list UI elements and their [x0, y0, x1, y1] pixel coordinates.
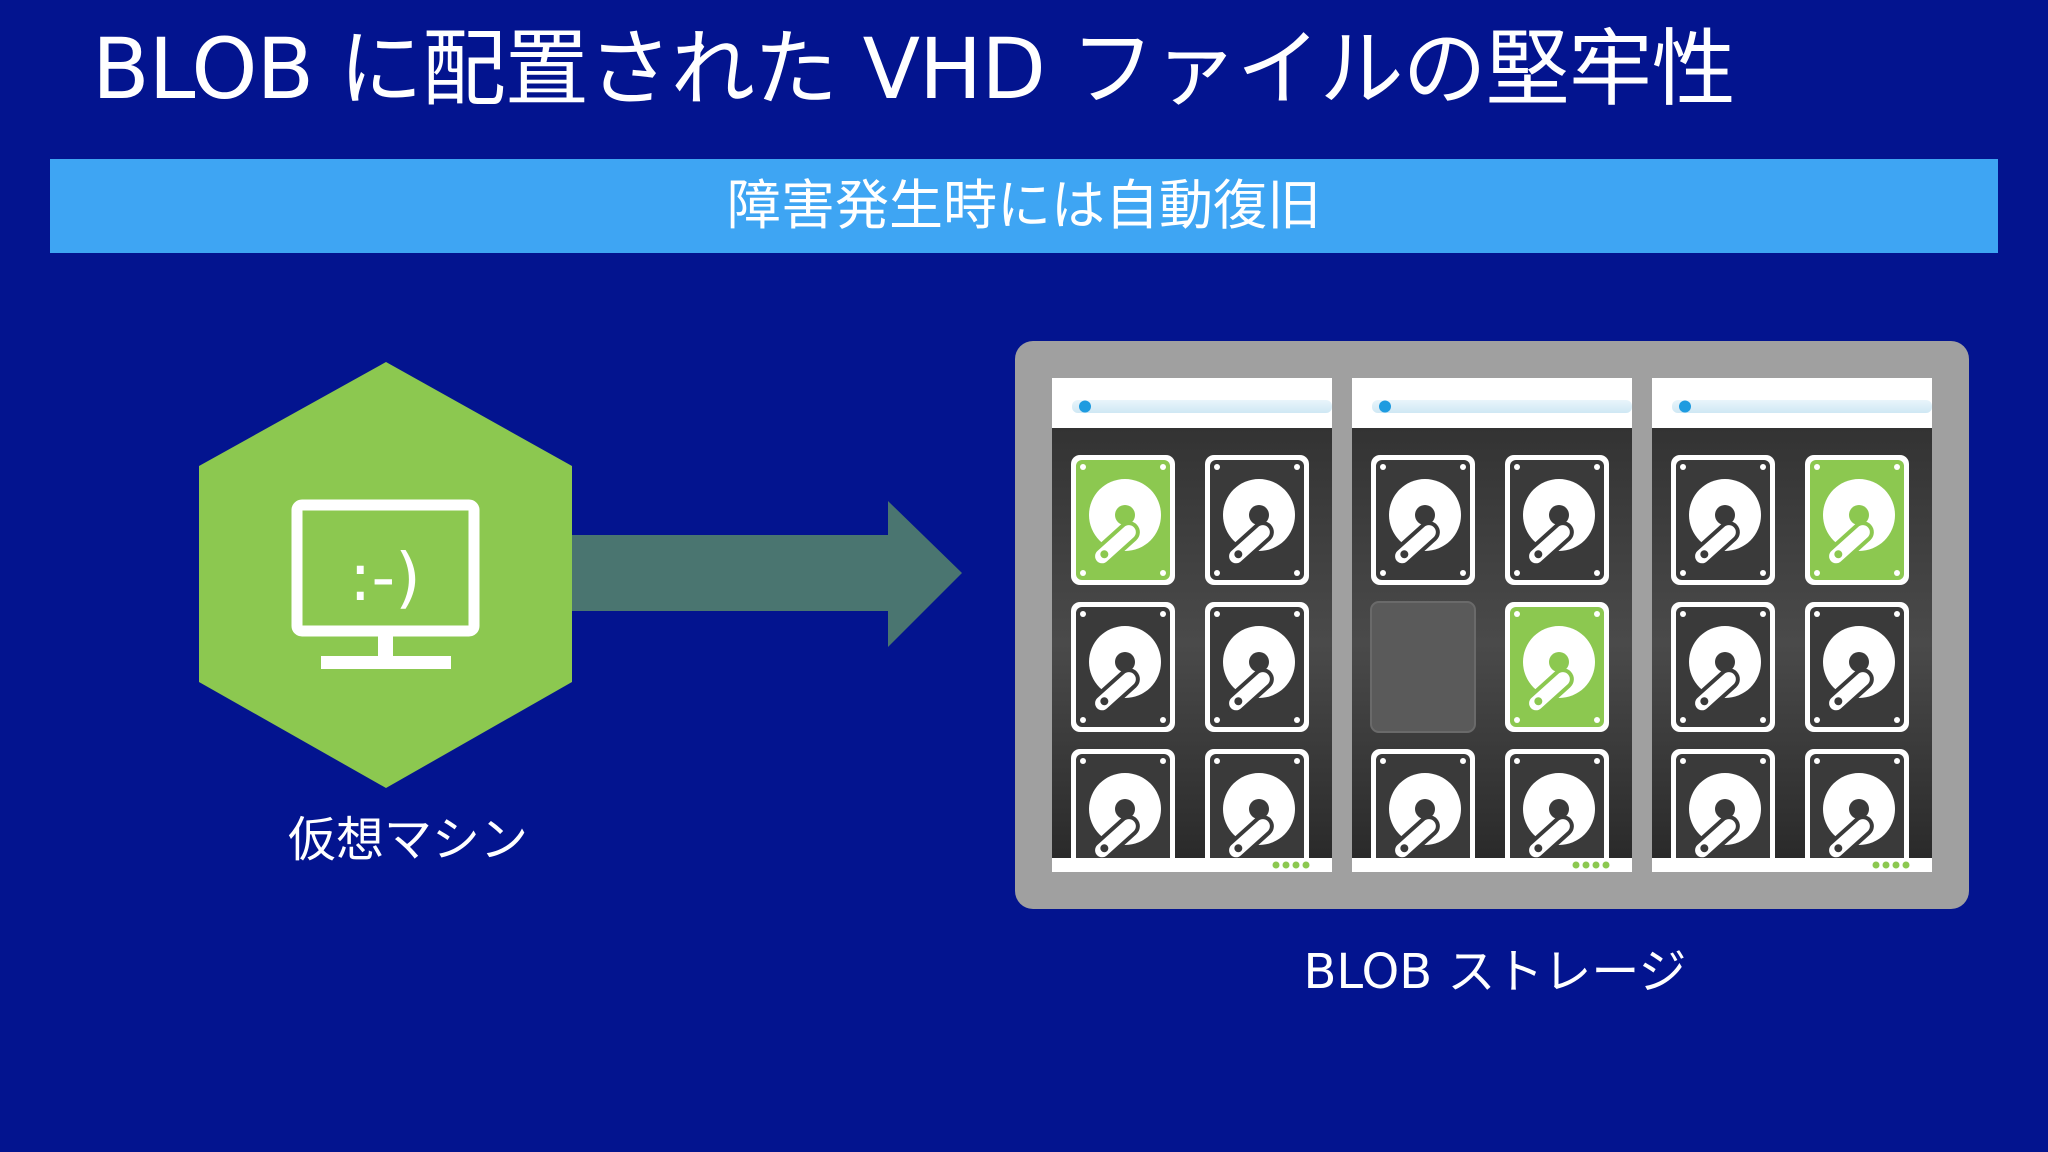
hard-disk-icon — [1071, 749, 1175, 858]
rack-2 — [1352, 378, 1632, 872]
hard-disk-icon — [1071, 602, 1175, 732]
hard-disk-icon — [1071, 455, 1175, 585]
indicator-dot — [1292, 861, 1300, 869]
hard-disk-icon — [1505, 455, 1609, 585]
indicator-dot — [1892, 861, 1900, 869]
banner: 障害発生時には自動復旧 — [50, 159, 1998, 253]
vm-screen-text: :-) — [349, 539, 421, 616]
indicator-dot — [1282, 861, 1290, 869]
indicator-dot — [1302, 861, 1310, 869]
hard-disk-icon — [1205, 455, 1309, 585]
status-led-icon — [1679, 400, 1691, 413]
hard-disk-icon — [1805, 455, 1909, 585]
hard-disk-icon — [1671, 455, 1775, 585]
rack-slot — [1372, 400, 1632, 413]
empty-disk-slot — [1370, 601, 1476, 733]
hard-disk-icon — [1505, 749, 1609, 858]
status-led-icon — [1079, 400, 1091, 413]
hard-disk-icon — [1671, 602, 1775, 732]
rack-3 — [1652, 378, 1932, 872]
monitor-icon: :-) — [291, 499, 480, 669]
indicator-dot — [1602, 861, 1610, 869]
rack-1 — [1052, 378, 1332, 872]
blob-storage-label: BLOB ストレージ — [1303, 944, 1687, 1000]
storage-racks — [1052, 378, 1932, 872]
indicator-dot — [1882, 861, 1890, 869]
hard-disk-icon — [1671, 749, 1775, 858]
rack-slot — [1072, 400, 1332, 413]
hard-disk-icon — [1205, 749, 1309, 858]
indicator-dot — [1582, 861, 1590, 869]
slide-title: BLOB に配置された VHD ファイルの堅牢性 — [92, 20, 1736, 118]
status-led-icon — [1379, 400, 1391, 413]
indicator-dot — [1902, 861, 1910, 869]
hard-disk-icon — [1371, 455, 1475, 585]
hard-disk-icon — [1505, 602, 1609, 732]
banner-text: 障害発生時には自動復旧 — [727, 174, 1321, 237]
hard-disk-icon — [1205, 602, 1309, 732]
indicator-dot — [1592, 861, 1600, 869]
vm-hexagon: :-) — [199, 362, 572, 788]
hard-disk-icon — [1371, 749, 1475, 858]
indicator-dot — [1272, 861, 1280, 869]
hard-disk-icon — [1805, 602, 1909, 732]
indicator-dot — [1872, 861, 1880, 869]
indicator-dot — [1572, 861, 1580, 869]
rack-slot — [1672, 400, 1932, 413]
arrow-icon — [572, 501, 962, 647]
hard-disk-icon — [1805, 749, 1909, 858]
vm-label: 仮想マシン — [287, 812, 528, 868]
vm-hexagon-shape — [199, 362, 572, 788]
